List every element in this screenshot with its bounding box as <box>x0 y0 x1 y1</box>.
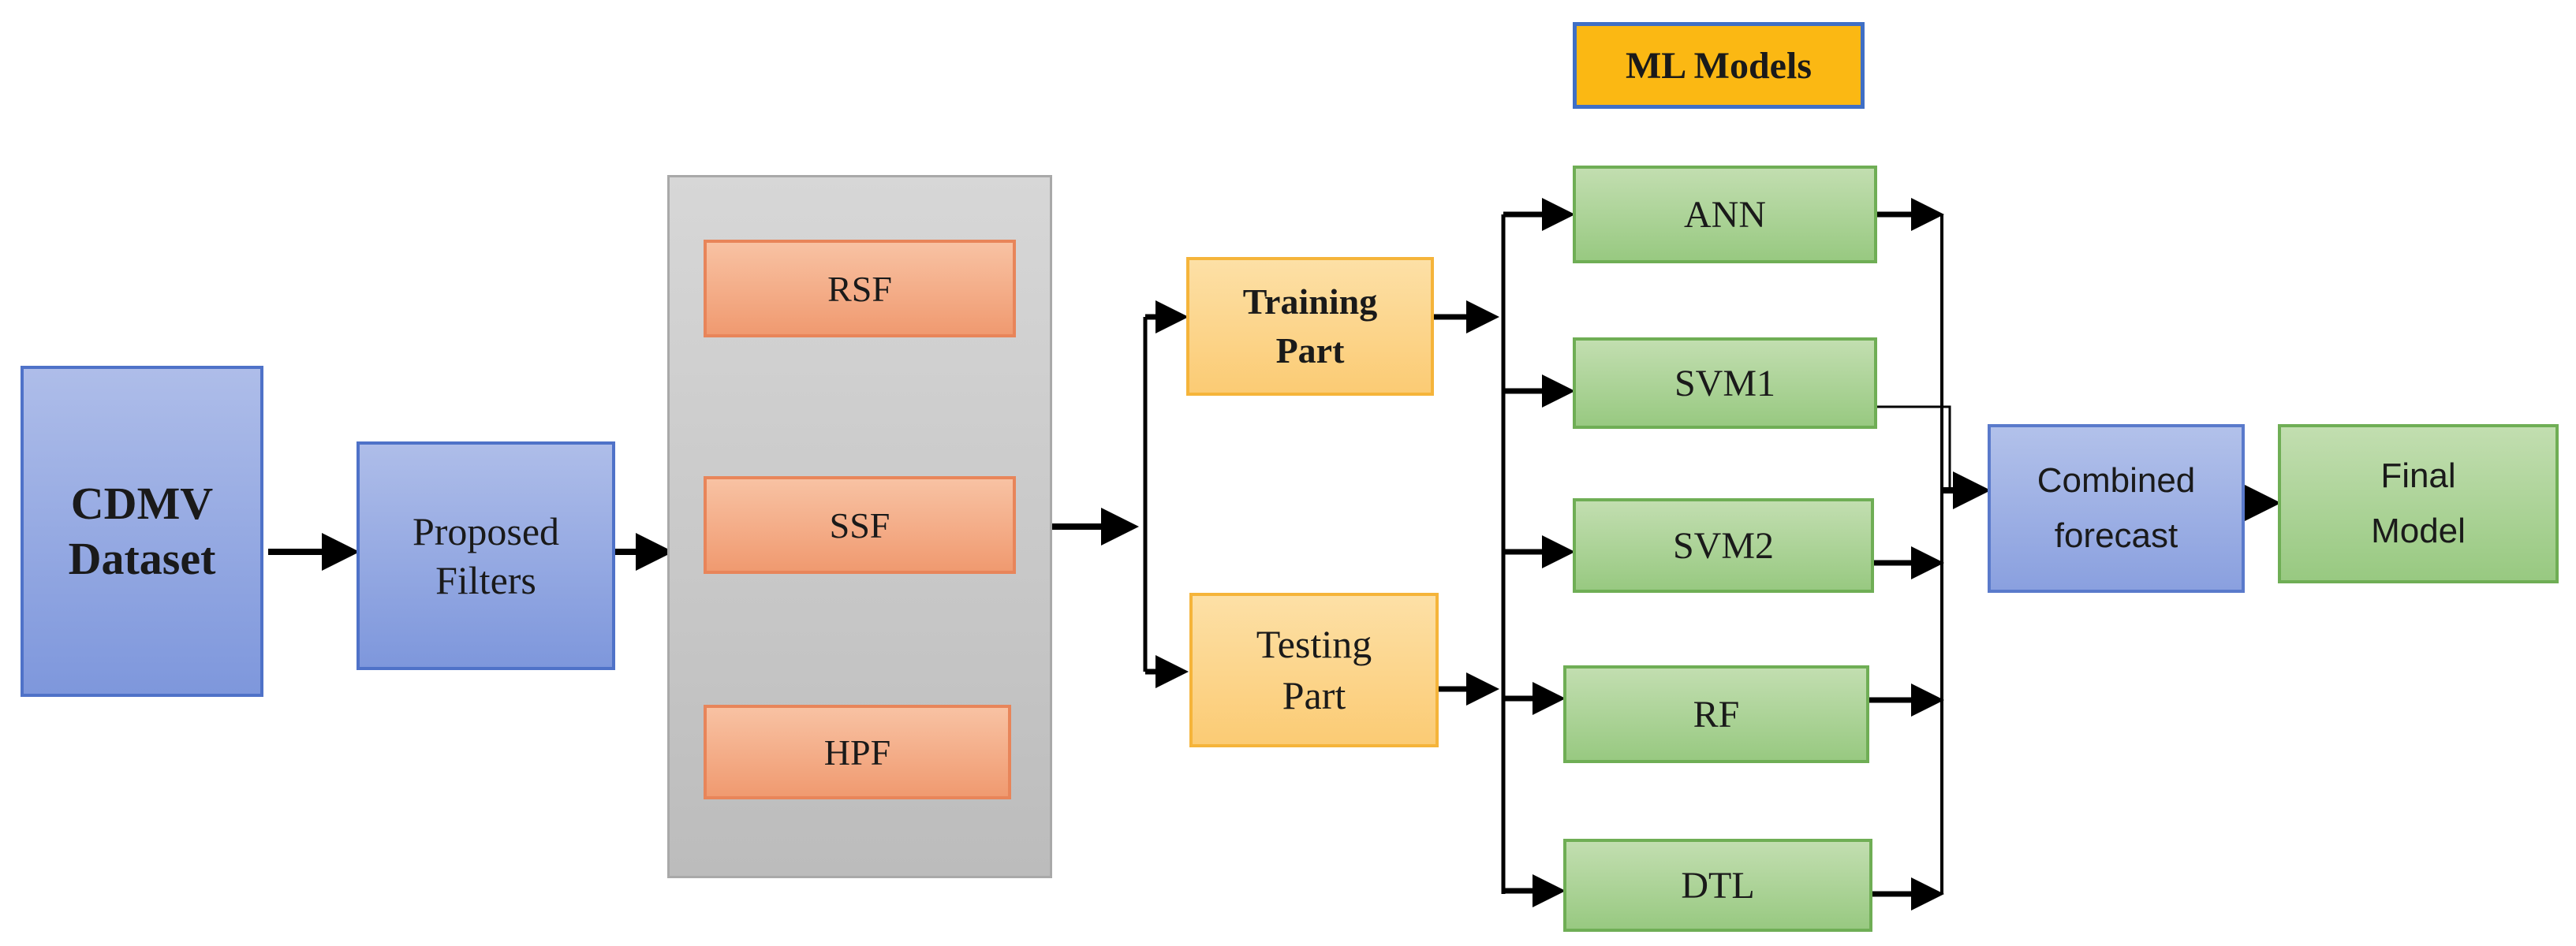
node-cdmv-dataset-label: CDMV Dataset <box>68 478 216 584</box>
node-filter-hpf: HPF <box>704 705 1011 799</box>
node-model-rf-label: RF <box>1693 693 1740 736</box>
node-proposed-filters: Proposed Filters <box>357 441 615 670</box>
node-model-svm2: SVM2 <box>1573 498 1874 593</box>
node-training-part-label: Training Part <box>1242 281 1378 371</box>
node-model-svm1-label: SVM1 <box>1674 362 1776 404</box>
node-combined-forecast: Combined forecast <box>1988 424 2245 593</box>
node-proposed-filters-label: Proposed Filters <box>412 508 560 603</box>
node-model-svm1: SVM1 <box>1573 337 1877 429</box>
node-model-dtl: DTL <box>1563 839 1872 932</box>
node-model-ann: ANN <box>1573 166 1877 263</box>
node-model-svm2-label: SVM2 <box>1672 524 1775 567</box>
node-filter-ssf-label: SSF <box>829 505 890 546</box>
node-filter-ssf: SSF <box>704 476 1016 574</box>
node-filter-rsf: RSF <box>704 240 1016 337</box>
node-model-rf: RF <box>1563 665 1869 763</box>
node-model-dtl-label: DTL <box>1681 864 1755 907</box>
node-final-model-label: Final Model <box>2371 456 2466 550</box>
node-cdmv-dataset: CDMV Dataset <box>21 366 263 697</box>
node-testing-part-label: Testing Part <box>1256 622 1372 717</box>
node-filter-hpf-label: HPF <box>823 732 891 773</box>
node-final-model: Final Model <box>2278 424 2559 583</box>
node-combined-forecast-label: Combined forecast <box>2037 460 2196 555</box>
ml-models-label: ML Models <box>1573 22 1865 109</box>
node-filter-rsf-label: RSF <box>827 268 892 309</box>
node-training-part: Training Part <box>1186 257 1434 396</box>
node-testing-part: Testing Part <box>1189 593 1439 747</box>
node-model-ann-label: ANN <box>1684 193 1766 236</box>
line-from-svm1 <box>1874 405 1951 490</box>
